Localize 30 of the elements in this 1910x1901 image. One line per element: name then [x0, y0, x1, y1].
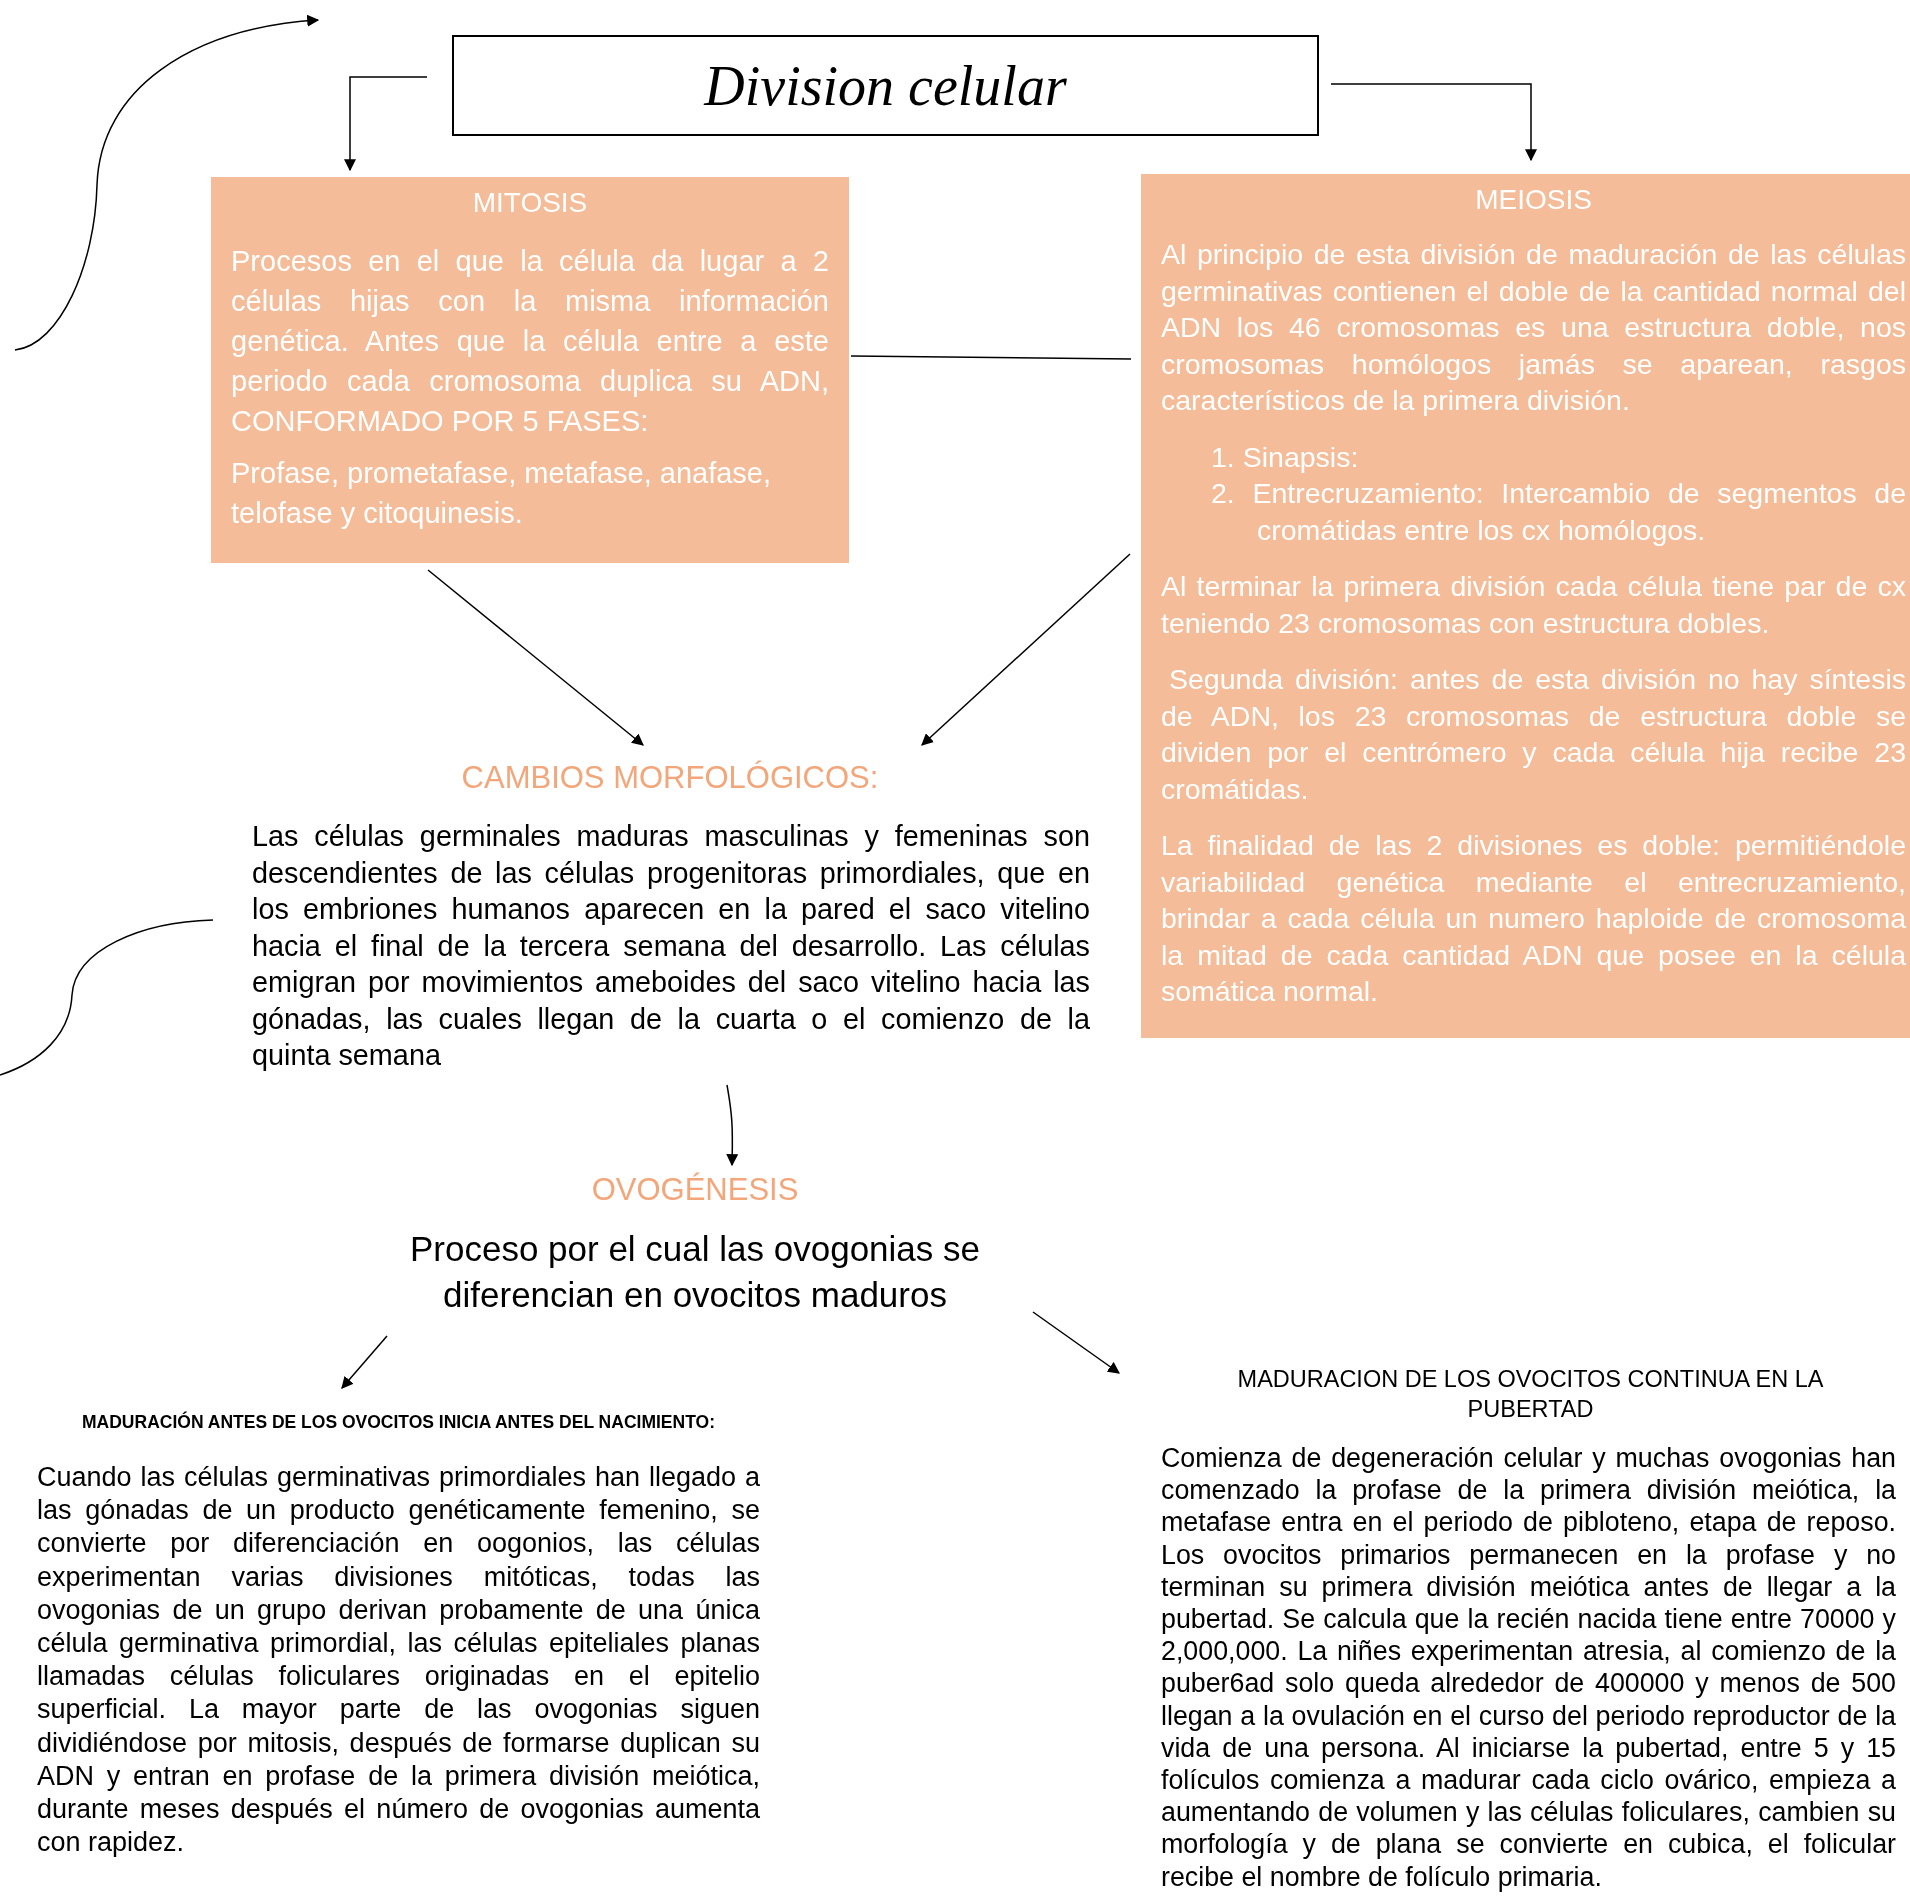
paragraph: Segunda división: antes de esta división no hay síntesis de ADN, los 23 cromosomas de estructura doble se dividen por el centrómero y cada célula hija recibe 23 cromátidas. [1161, 662, 1906, 807]
paragraph: Profase, prometafase, metafase, anafase, telofase y citoquinesis. [231, 456, 773, 531]
section-heading: CAMBIOS MORFOLÓGICOS: [460, 760, 880, 796]
arrow [341, 1335, 388, 1389]
heading-text: Division celular [704, 53, 1067, 118]
box-heading: MEIOSIS [1474, 184, 1593, 216]
box-heading: MITOSIS [471, 187, 589, 219]
process-box [211, 177, 849, 563]
section-heading: MADURACION DE LOS OVOCITOS CONTINUA EN LA PUBERTAD [1236, 1365, 1825, 1424]
arrow [726, 1084, 739, 1167]
paragraph: La finalidad de las 2 divisiones es doble: permitiéndole variabilidad genética mediante el entrecruzamiento, brindar a cada célula un numero haploide de cromosoma la mitad de cada cantidad ADN que posee en la célula somática normal. [1161, 828, 1906, 1009]
arrow [1032, 1311, 1120, 1374]
title-box [452, 35, 1319, 136]
arrow [344, 76, 428, 172]
paragraph: Cuando las células germinativas primordiales han llegado a las gónadas de un producto genéticamente femenino, se convierte por diferenciación en oogonios, las células experimentan varias divisiones mitóticas, todas las ovogonias de un grupo derivan probamente de una única célula germinativa primordial, las células epiteliales planas llamadas células foliculares originadas en el epitelio superficial. La mayor parte de las ovogonias siguen dividiéndose por mitosis, después de formarse duplican su ADN y entran en profase de la primera división meiótica, durante meses después el número de ovogonias aumenta con rapidez. [37, 1461, 761, 1860]
list-item: 2. Entrecruzamiento: Intercambio de segmentos de cromátidas entre los cx homólogos. [1210, 476, 1906, 548]
arrow [427, 569, 644, 746]
paragraph: Al terminar la primera división cada célula tiene par de cx teniendo 23 cromosomas con estructura dobles. [1161, 569, 1906, 641]
arrow [1330, 83, 1537, 162]
arrow [921, 553, 1131, 746]
list-item: 1. Sinapsis: [1210, 439, 1360, 475]
section-heading: MADURACIÓN ANTES DE LOS OVOCITOS INICIA ANTES DEL NACIMIENTO: [81, 1412, 716, 1433]
paragraph: Proceso por el cual las ovogonias se diferencian en ovocitos maduros [408, 1228, 982, 1316]
process-box [1141, 174, 1910, 1038]
paragraph: Comienza de degeneración celular y muchas ovogonias han comenzado la profase de la primera división meiótica, la metafase entra en el periodo de pibloteno, etapa de reposo. Los ovocitos primarios permanecen en la profase y no terminan su primera división meiótica antes de llegar a la pubertad. Se calcula que la recién nacida tiene entre 70000 y 2,000,000. La niñes experimentan atresia, al comienzo de la puber6ad solo queda alrededor de 400000 y menos de 500 llegan a la ovulación en el curso del periodo reproductor de la vida de una persona. Al iniciarse la pubertad, entre 5 y 15 folículos comienza a madurar cada ciclo ovárico, empieza a aumentando de volumen y las células foliculares, cambien su morfología y de plana se convierte en cubica, el folicular recibe el nombre de folículo primaria. [1161, 1442, 1897, 1893]
section-heading: OVOGÉNESIS [590, 1172, 800, 1208]
connector-line [850, 355, 1132, 360]
paragraph: Al principio de esta división de maduración de las células germinativas contienen el doble de la cantidad normal del ADN los 46 cromosomas es una estructura doble, nos cromosomas homólogos jamás se aparean, rasgos característicos de la primera división. [1161, 237, 1906, 418]
paragraph: Las células germinales maduras masculinas y femeninas son descendientes de las células progenitoras primordiales, que en los embriones humanos aparecen en la pared el saco vitelino hacia el final de la tercera semana del desarrollo. Las células emigran por movimientos ameboides del saco vitelino hacia las gónadas, las cuales llegan de la cuarta o el comienzo de la quinta semana [251, 819, 1091, 1073]
paragraph: Procesos en el que la célula da lugar a 2 células hijas con la misma información genética. Antes que la célula entre a este periodo cada cromosoma duplica su ADN, CONFORMADO POR 5 FASES: [231, 244, 829, 439]
